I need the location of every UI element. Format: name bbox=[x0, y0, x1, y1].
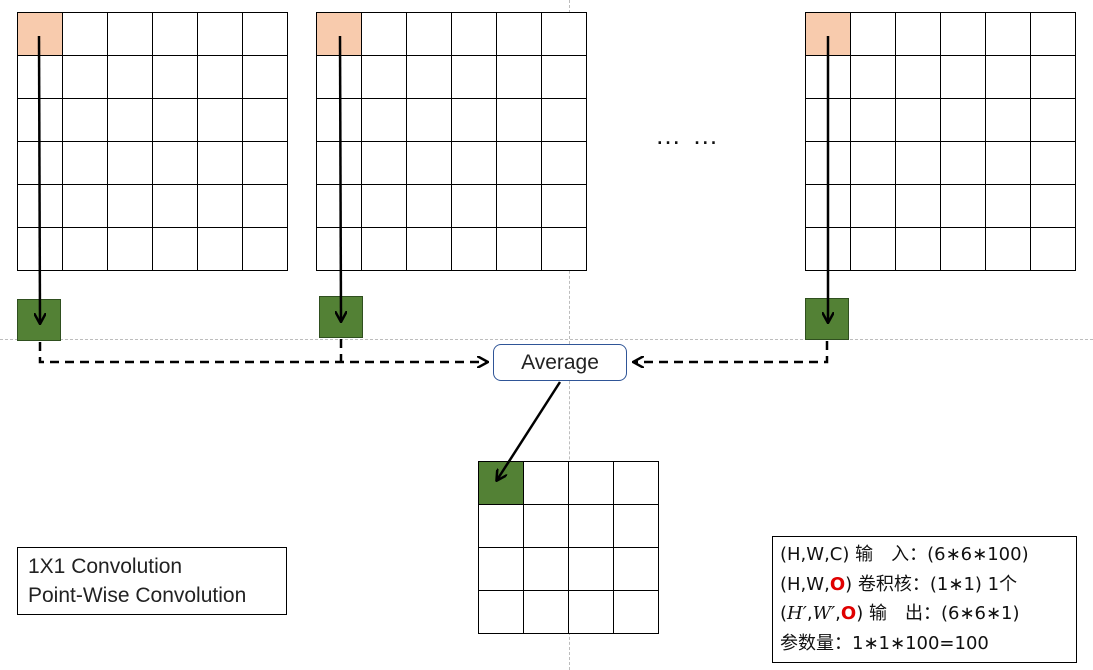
arrow-average-to-output bbox=[497, 381, 562, 480]
input-channel-grid-last bbox=[805, 12, 1076, 271]
input-channel-grid-1 bbox=[17, 12, 288, 271]
arrow-down-2 bbox=[340, 35, 341, 321]
label-line-2: Point-Wise Convolution bbox=[28, 584, 247, 607]
info-row-params: 参数量：1∗1∗100=100 bbox=[780, 632, 989, 654]
highlight-cell bbox=[18, 13, 63, 56]
input-channel-grid-2 bbox=[316, 12, 587, 271]
dashed-connector-1 bbox=[38, 342, 487, 362]
vertical-guide-line bbox=[569, 0, 570, 670]
info-row-output: (H′,W′,O) 输 出：(6∗6∗1) bbox=[780, 603, 1020, 624]
more-channels-ellipsis: … … bbox=[655, 120, 721, 150]
label-line-1: 1X1 Convolution bbox=[28, 555, 183, 578]
dashed-connector-last bbox=[634, 341, 829, 362]
info-row-kernel: (H,W,O) 卷积核：(1∗1) 1个 bbox=[780, 573, 1018, 595]
arrow-down-1 bbox=[39, 35, 40, 323]
horizontal-guide-line bbox=[0, 339, 1093, 340]
convolution-type-label: 1X1 Convolution Point-Wise Convolution bbox=[17, 547, 287, 615]
parameter-info-box: (H,W,C) 输 入：(6∗6∗100) (H,W,O) 卷积核：(1∗1) … bbox=[772, 536, 1077, 663]
average-node: Average bbox=[493, 344, 627, 381]
info-row-input: (H,W,C) 输 入：(6∗6∗100) bbox=[780, 544, 1029, 565]
